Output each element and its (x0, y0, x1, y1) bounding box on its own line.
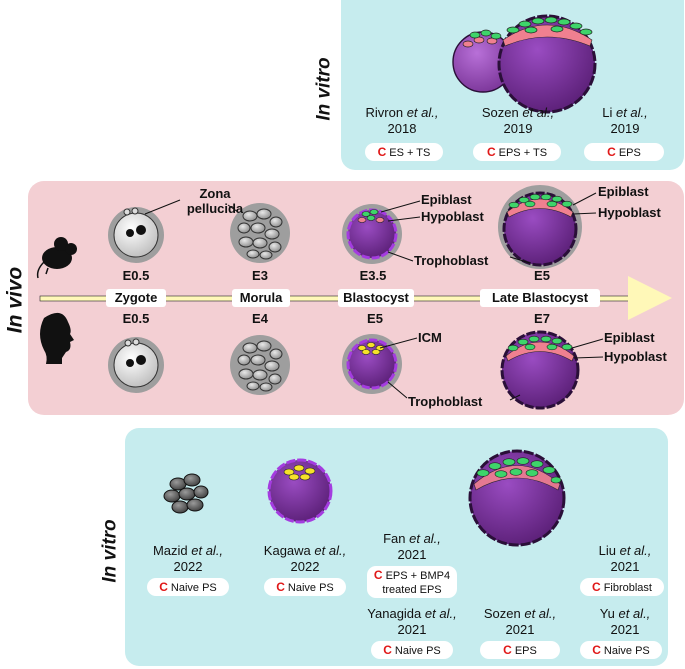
mouse-blastocyst (342, 204, 402, 264)
timeline-arrow-icon (39, 276, 672, 320)
label-epiblast-mouse: Epiblast (421, 192, 472, 207)
mouse-morula (230, 203, 290, 263)
annotation-lines (144, 192, 604, 401)
bottom-kagawa-blastoid (267, 458, 333, 524)
citation-yanagida: Yanagida et al., 2021 (367, 606, 457, 637)
citation-fan: Fan et al., 2021 (383, 531, 441, 562)
in-vivo-label: In vivo (3, 266, 27, 334)
human-late-blastocyst (500, 330, 580, 410)
human-day-morula: E4 (252, 311, 268, 326)
citation-sozen-2019: Sozen et al., 2019 (481, 105, 555, 136)
mouse-day-late: E5 (534, 268, 550, 283)
bottom-large-blastoid (468, 449, 566, 547)
human-day-zygote: E0.5 (122, 311, 150, 326)
mouse-late-blastocyst (498, 185, 582, 269)
mouse-zygote (108, 207, 164, 263)
top-in-vitro-label: In vitro (313, 57, 335, 121)
human-day-blastocyst: E5 (367, 311, 383, 326)
label-icm: ICM (418, 330, 442, 345)
label-epiblast-human: Epiblast (604, 330, 655, 345)
label-hypoblast-human: Hypoblast (604, 349, 667, 364)
label-epiblast-late-mouse: Epiblast (598, 184, 649, 199)
citation-rivron: Rivron et al., 2018 (365, 105, 439, 136)
citation-liu: Liu et al., 2021 (598, 543, 652, 574)
stage-late-blastocyst: Late Blastocyst (480, 289, 600, 307)
bottom-in-vitro-label: In vitro (99, 519, 121, 583)
citation-kagawa: Kagawa et al., 2022 (263, 543, 347, 574)
label-zona-pellucida: Zona pellucida (186, 186, 244, 216)
label-trophoblast-human: Trophoblast (408, 394, 483, 409)
citation-yu: Yu et al., 2021 (599, 606, 651, 637)
mouse-day-blastocyst: E3.5 (359, 268, 387, 283)
human-head-silhouette-icon (40, 312, 74, 364)
label-trophoblast-mouse: Trophoblast (414, 253, 489, 268)
label-hypoblast-mouse: Hypoblast (421, 209, 484, 224)
mouse-silhouette-icon (36, 237, 77, 279)
stage-morula: Morula (232, 289, 290, 307)
mouse-day-zygote: E0.5 (122, 268, 150, 283)
top-blastoid-large (497, 14, 597, 114)
stage-blastocyst: Blastocyst (338, 289, 414, 307)
citation-mazid: Mazid et al., 2022 (152, 543, 224, 574)
human-morula (230, 335, 290, 395)
human-blastocyst (342, 334, 402, 394)
human-zygote (108, 337, 164, 393)
label-hypoblast-late-mouse: Hypoblast (598, 205, 661, 220)
citation-li: Li et al., 2019 (602, 105, 648, 136)
human-day-late: E7 (534, 311, 550, 326)
bottom-mazid-embryo (163, 473, 209, 514)
stage-zygote: Zygote (106, 289, 166, 307)
mouse-day-morula: E3 (252, 268, 268, 283)
bottom-in-vitro-panel (125, 428, 668, 666)
citation-sozen-2021: Sozen et al., 2021 (483, 606, 557, 637)
top-blastoid-small (452, 29, 514, 93)
